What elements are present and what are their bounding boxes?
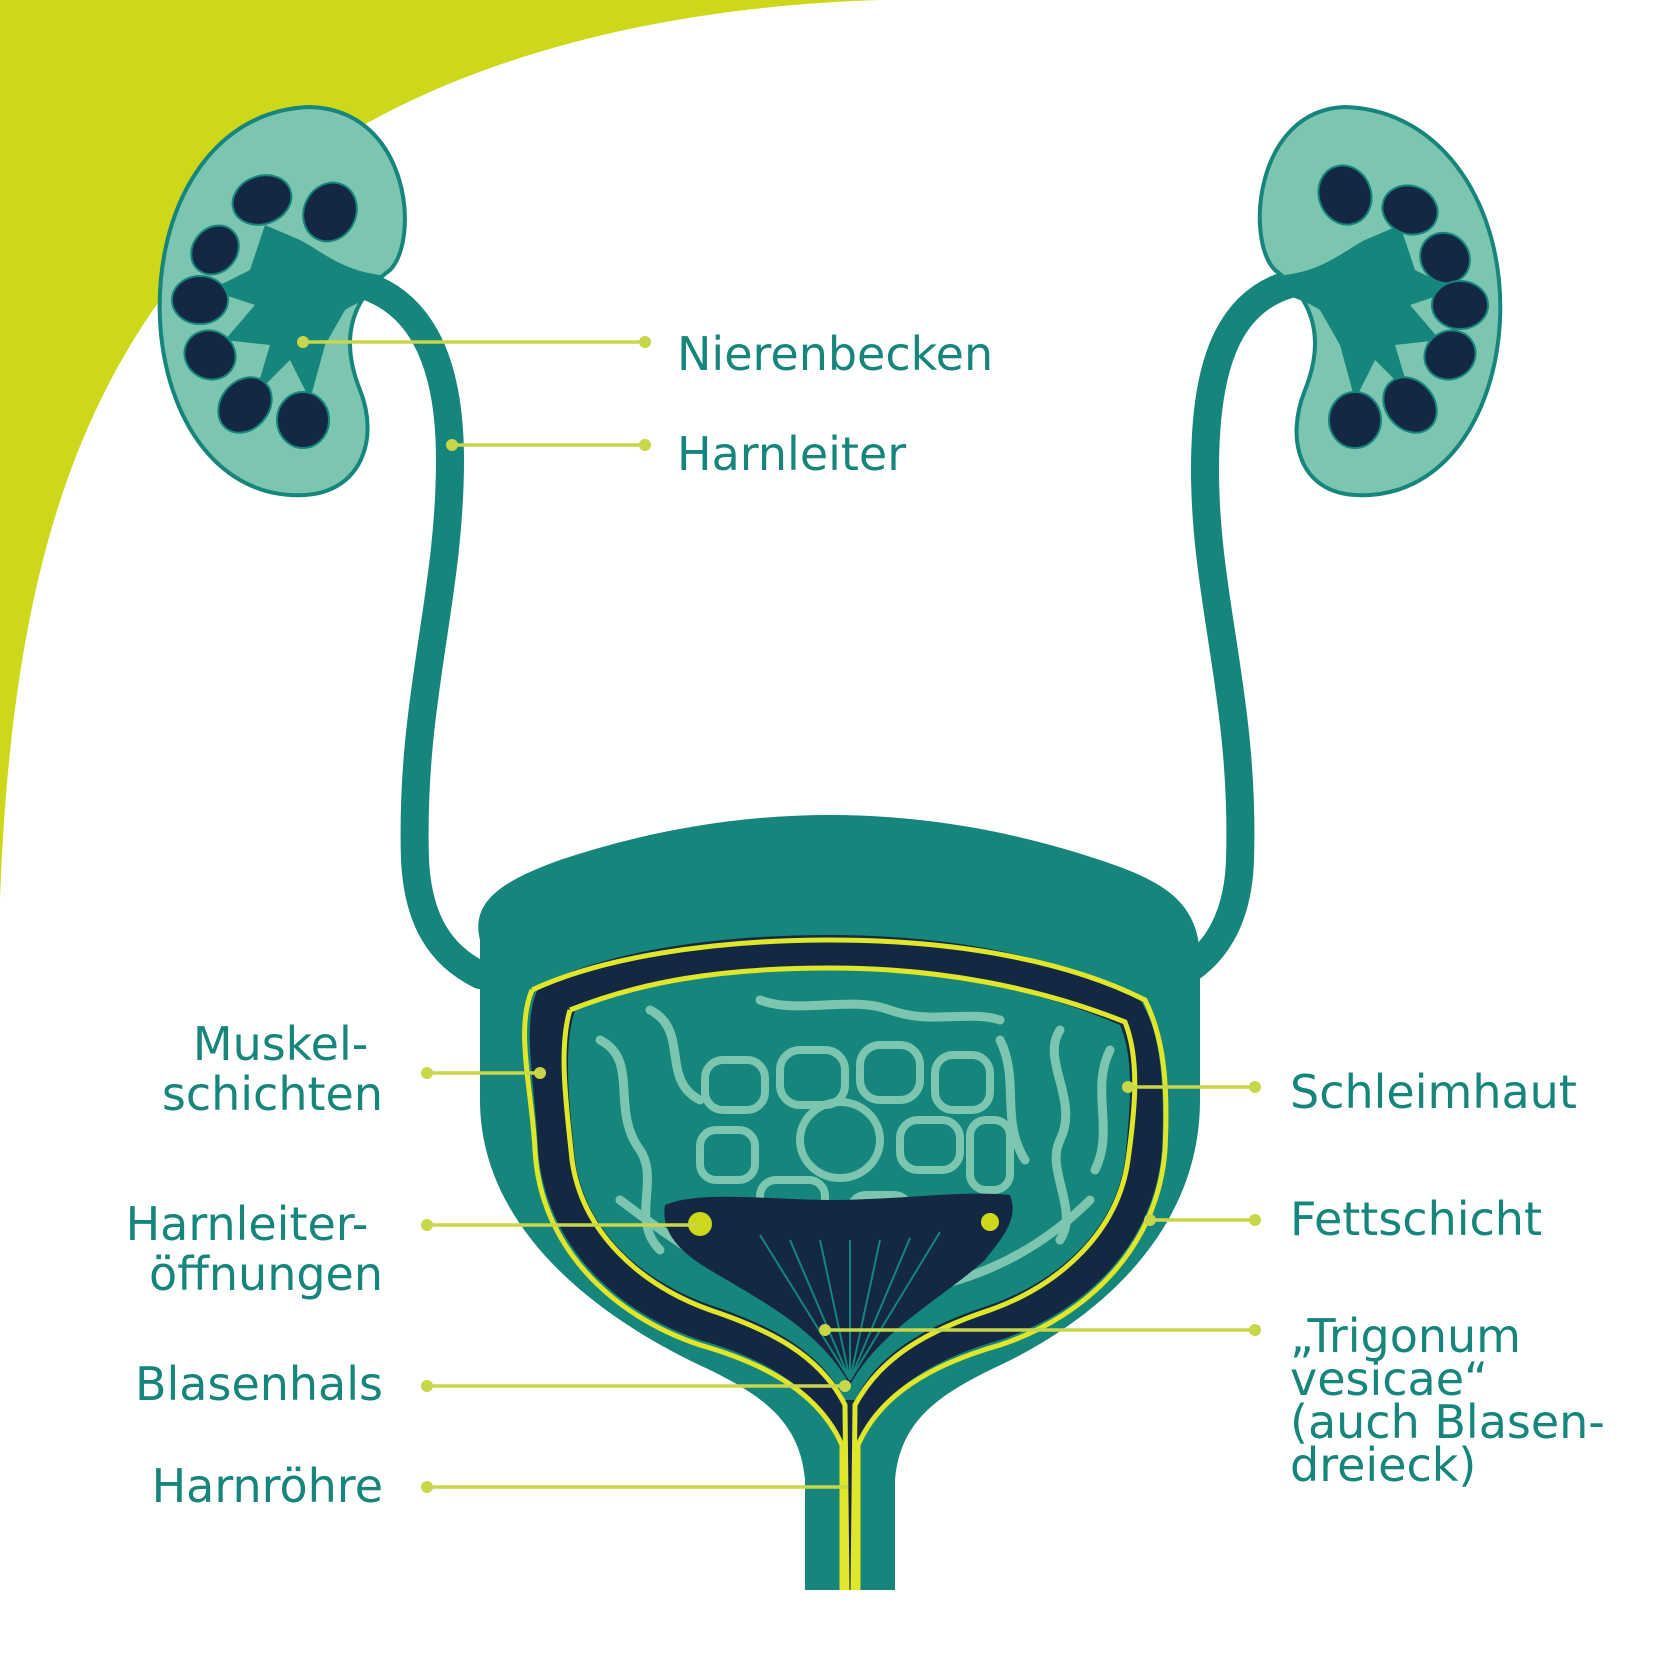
right-renal-pelvis <box>1270 225 1455 400</box>
left-renal-pyramids <box>171 174 358 449</box>
right-kidney <box>1257 104 1503 498</box>
leader-blasenhals <box>421 1380 851 1392</box>
label-muskelschichten: Muskel- schichten <box>162 1017 383 1121</box>
label-harnleiter: Harnleiter <box>677 427 906 481</box>
left-renal-pelvis <box>210 225 395 400</box>
right-ureteral-opening <box>981 1213 999 1231</box>
label-trigonum-line-1: „Trigonum <box>1290 1309 1521 1363</box>
leader-harnroehre <box>421 1481 848 1493</box>
trigonum-lines <box>759 1231 941 1381</box>
right-ureter <box>1166 266 1324 989</box>
left-ureter <box>326 266 494 989</box>
right-renal-pyramids <box>1317 164 1489 449</box>
label-muskelschichten-line-1: Muskel- <box>193 1017 369 1071</box>
leader-harnleiteroeffnungen <box>421 1219 700 1231</box>
label-harnleiteroeffnungen-line-2: öffnungen <box>149 1247 383 1301</box>
left-kidney <box>157 104 407 498</box>
label-trigonum-line-2: vesicae“ <box>1290 1352 1488 1406</box>
leader-nierenbecken <box>297 336 651 348</box>
label-nierenbecken: Nierenbecken <box>677 327 993 381</box>
leader-muskelschichten <box>421 1067 546 1079</box>
label-schleimhaut: Schleimhaut <box>1290 1065 1577 1119</box>
label-harnleiteroeffnungen-line-1: Harnleiter- <box>126 1197 369 1251</box>
label-muskelschichten-line-2: schichten <box>162 1067 383 1121</box>
mucosa-outline <box>561 965 1138 1591</box>
leader-harnleiter <box>446 439 651 451</box>
label-trigonum: „Trigonum vesicae“ (auch Blasen- dreieck… <box>1290 1309 1620 1492</box>
label-trigonum-line-3: (auch Blasen- <box>1290 1395 1605 1449</box>
trigonum-vesicae <box>664 1193 1013 1385</box>
leader-schleimhaut <box>1122 1081 1261 1093</box>
label-trigonum-line-4: dreieck) <box>1290 1438 1476 1492</box>
label-harnleiteroeffnungen: Harnleiter- öffnungen <box>126 1197 383 1301</box>
leader-trigonum <box>819 1324 1261 1336</box>
label-fettschicht: Fettschicht <box>1290 1192 1542 1246</box>
leader-fettschicht <box>1144 1214 1261 1226</box>
label-blasenhals: Blasenhals <box>135 1357 383 1411</box>
label-harnroehre: Harnröhre <box>152 1459 383 1513</box>
